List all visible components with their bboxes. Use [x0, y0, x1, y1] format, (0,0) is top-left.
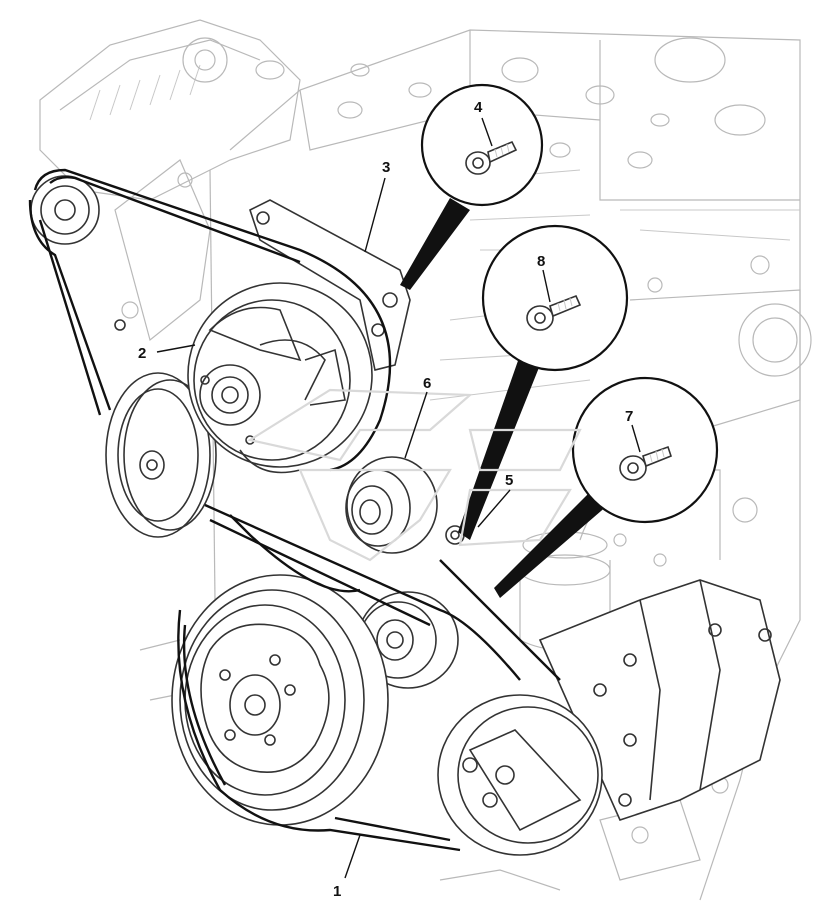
leader-8 — [542, 269, 551, 303]
bolt-8-icon — [526, 294, 582, 331]
callout-1: 1 — [333, 883, 341, 900]
callout-8: 8 — [537, 253, 545, 270]
detail-bubble-4 — [400, 83, 544, 290]
leader-lines — [156, 117, 641, 879]
leader-3 — [364, 177, 386, 253]
water-pump-pulley — [105, 372, 217, 538]
leader-5 — [477, 489, 511, 528]
bolt-7-icon — [619, 445, 672, 481]
alternator-pulley — [30, 175, 100, 245]
crankshaft-pulley — [171, 574, 389, 826]
callout-5: 5 — [505, 472, 513, 489]
watermark-logo — [247, 388, 582, 562]
tensioner-assembly — [187, 282, 373, 474]
leader-1 — [344, 834, 361, 879]
detail-bubble-7 — [494, 376, 719, 598]
idler-pulley — [345, 456, 465, 554]
detail-bubble-8 — [458, 224, 629, 540]
bolt-4-icon — [465, 140, 518, 175]
leader-4 — [481, 117, 493, 147]
ac-compressor — [437, 579, 781, 856]
leader-7 — [631, 424, 641, 453]
callout-labels: 1 2 3 4 5 6 7 8 — [138, 99, 633, 900]
leader-2 — [156, 344, 196, 353]
drive-belt — [28, 168, 561, 852]
leader-6 — [404, 391, 428, 459]
callout-2: 2 — [138, 345, 146, 362]
callout-3: 3 — [382, 159, 390, 176]
callout-4: 4 — [474, 99, 483, 116]
callout-7: 7 — [625, 408, 633, 425]
callout-6: 6 — [423, 375, 431, 392]
